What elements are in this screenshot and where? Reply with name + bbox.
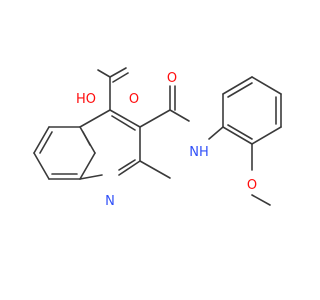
acid-carbonyl-oxygen-label: O [129, 92, 139, 107]
bond-inner [111, 115, 136, 131]
bond [139, 160, 171, 179]
quinoline-nitrogen-label: N [105, 194, 115, 209]
atom-labels: HO O O NH N O [76, 71, 257, 209]
bond [79, 109, 111, 128]
bond [169, 109, 190, 122]
bond [33, 126, 50, 154]
bond [251, 126, 282, 145]
bond-inner [227, 124, 253, 140]
bond [112, 72, 129, 83]
amide-nh-label: NH [189, 145, 209, 160]
bond [208, 126, 224, 140]
structure-diagram: HO O O NH N O [33, 67, 282, 209]
bond [97, 69, 111, 78]
bond-lines [33, 67, 282, 206]
bond-inner [39, 131, 53, 154]
bond [109, 67, 127, 78]
bond [222, 76, 253, 95]
bond [118, 160, 141, 176]
amide-carbonyl-oxygen-label: O [167, 71, 177, 86]
bond [33, 152, 50, 180]
bond [139, 109, 171, 128]
bond-inner [82, 131, 91, 146]
bond [109, 109, 141, 128]
bond [222, 126, 253, 145]
bond [79, 174, 103, 180]
bond-inner [118, 159, 136, 171]
bond [79, 152, 96, 180]
ether-oxygen-label: O [247, 178, 257, 193]
bond [251, 194, 271, 206]
bond-inner [227, 82, 253, 98]
bond [251, 76, 282, 95]
hydroxyl-label: HO [76, 92, 96, 107]
